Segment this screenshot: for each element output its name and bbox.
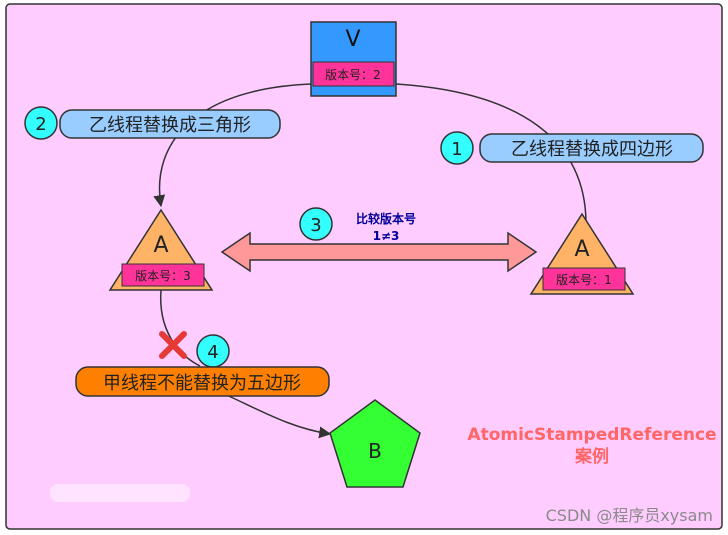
- connector-label-to-pentagon: [219, 391, 332, 439]
- step-4-label-box: [75, 366, 330, 397]
- step-2-label: 乙线程替换成三角形: [89, 115, 251, 136]
- step-3-label-line1: 比较版本号: [356, 211, 416, 226]
- left-triangle-letter: A: [153, 233, 168, 258]
- connector-box-to-right-triangle: [395, 83, 587, 223]
- step-2-label-box: [59, 109, 281, 139]
- step-1: 1 乙线程替换成四边形: [440, 131, 704, 165]
- step-3-bubble: [299, 207, 333, 241]
- step-1-bubble: [440, 131, 474, 165]
- step-1-label-box: [479, 133, 704, 163]
- step-3-label-line2: 1≠3: [373, 229, 400, 243]
- step-2-bubble: [24, 106, 58, 140]
- pentagon-letter: B: [368, 439, 382, 463]
- step-1-label: 乙线程替换成四边形: [511, 139, 673, 160]
- left-triangle-version-text: 版本号：3: [135, 269, 191, 283]
- diagram-title-line2: 案例: [574, 446, 609, 467]
- compare-double-arrow: [220, 231, 538, 273]
- faint-blur-decoration: [50, 484, 190, 502]
- top-box-version-text: 版本号：2: [325, 68, 381, 82]
- top-version-box: V 版本号：2: [310, 21, 397, 97]
- step-4: 4 甲线程不能替换为五边形: [75, 331, 330, 397]
- top-box-letter: V: [345, 27, 360, 52]
- watermark: CSDN @程序员xysam: [546, 506, 713, 525]
- pentagon-b: B: [329, 399, 421, 488]
- step-4-number: 4: [207, 342, 218, 363]
- right-triangle: A 版本号：1: [529, 212, 635, 295]
- diagram-title-line1: AtomicStampedReference: [467, 425, 716, 445]
- cross-icon: [159, 331, 187, 359]
- right-triangle-version-tag: [542, 267, 626, 291]
- step-4-label: 甲线程不能替换为五边形: [103, 373, 301, 394]
- right-triangle-version-text: 版本号：1: [556, 273, 612, 287]
- right-triangle-letter: A: [574, 237, 589, 262]
- step-3: 3 比较版本号 1≠3: [299, 207, 416, 243]
- connector-left-triangle-down: [160, 289, 201, 367]
- left-triangle-version-tag: [121, 263, 205, 287]
- step-2: 2 乙线程替换成三角形: [24, 106, 281, 140]
- step-1-number: 1: [451, 139, 462, 160]
- top-box-version-tag: [312, 61, 395, 87]
- step-3-number: 3: [310, 215, 321, 236]
- left-triangle: A 版本号：3: [108, 208, 214, 291]
- step-2-number: 2: [35, 114, 46, 135]
